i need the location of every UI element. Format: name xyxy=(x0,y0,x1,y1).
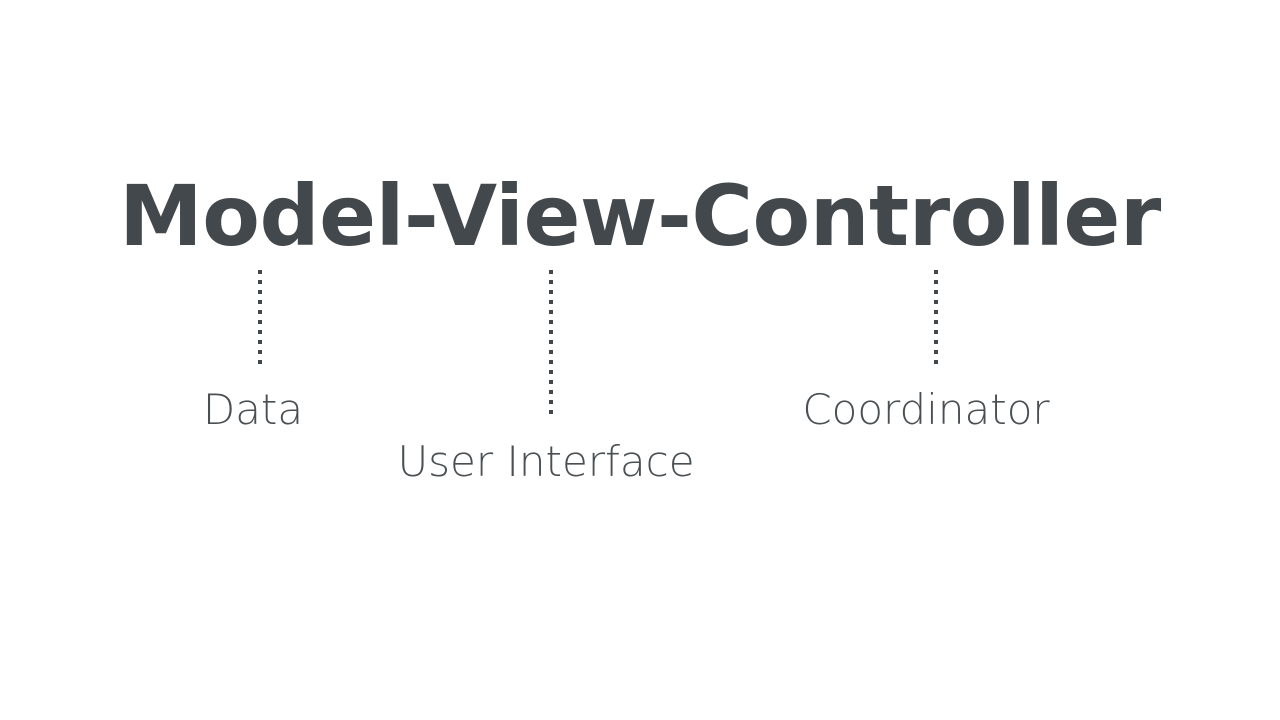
connector-line-controller xyxy=(934,270,938,364)
connector-line-model xyxy=(258,270,262,364)
page-title: Model-View-Controller xyxy=(119,167,1161,265)
annotation-label-model: Data xyxy=(202,385,304,434)
annotation-label-controller: Coordinator xyxy=(802,385,1050,434)
annotation-label-view: User Interface xyxy=(397,437,695,486)
connector-line-view xyxy=(549,270,553,420)
